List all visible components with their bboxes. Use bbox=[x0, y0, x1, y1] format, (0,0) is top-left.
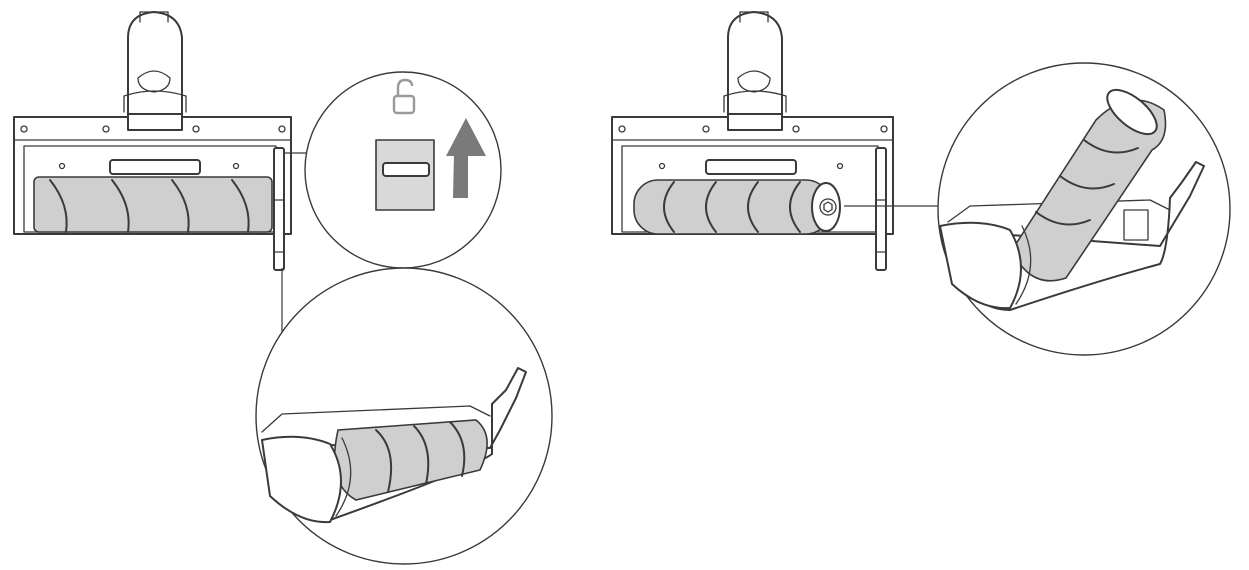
neck-joint bbox=[123, 90, 187, 113]
roller-end-cap bbox=[1106, 88, 1158, 136]
screw bbox=[20, 125, 28, 133]
neck-top-cap bbox=[739, 11, 769, 23]
step-2-brush-head bbox=[611, 11, 894, 271]
roller-spiral bbox=[111, 179, 130, 233]
roller-spiral bbox=[49, 179, 68, 233]
roller-segment bbox=[705, 181, 717, 233]
neck-mount bbox=[727, 113, 783, 131]
roller-segment bbox=[747, 181, 759, 233]
screw bbox=[792, 125, 800, 133]
screw bbox=[880, 125, 888, 133]
screw bbox=[192, 125, 200, 133]
brush-neck bbox=[127, 11, 183, 123]
brush-neck bbox=[727, 11, 783, 123]
screw bbox=[278, 125, 286, 133]
arrow-up-icon bbox=[446, 118, 486, 198]
roller-segment bbox=[449, 421, 466, 477]
side-latch[interactable] bbox=[875, 147, 887, 271]
lip-inner bbox=[1015, 225, 1032, 305]
roller-segment bbox=[413, 425, 430, 485]
brush-roller bbox=[33, 176, 273, 233]
roller-segment bbox=[1083, 139, 1139, 154]
roller-end-cap bbox=[811, 182, 841, 232]
roller-segment bbox=[789, 181, 801, 233]
unlock-icon bbox=[392, 78, 416, 115]
screw bbox=[102, 125, 110, 133]
roller-in-brush-head-detail bbox=[255, 267, 553, 565]
step-1-brush-head bbox=[13, 11, 292, 271]
roller-segment bbox=[1059, 175, 1115, 190]
screw bbox=[702, 125, 710, 133]
tray-front-lip bbox=[939, 221, 1022, 310]
neck-joint bbox=[723, 90, 787, 113]
roller-segment bbox=[375, 429, 393, 493]
neck-cutout bbox=[137, 70, 171, 93]
roller-hub-nut bbox=[823, 201, 833, 213]
tray-front-lip bbox=[261, 435, 342, 524]
latch-unlock-detail bbox=[304, 71, 502, 269]
tray-back-edge bbox=[261, 405, 491, 433]
side-latch[interactable] bbox=[273, 147, 285, 271]
roller-removal-detail bbox=[937, 62, 1231, 356]
neck-cutout bbox=[737, 70, 771, 93]
screw bbox=[58, 162, 66, 170]
tray-clip bbox=[1123, 209, 1149, 241]
lip-inner bbox=[335, 437, 352, 517]
cavity-handle bbox=[705, 159, 797, 175]
screw bbox=[618, 125, 626, 133]
roller-spiral bbox=[171, 179, 190, 233]
screw bbox=[836, 162, 844, 170]
cavity-handle bbox=[109, 159, 201, 175]
screw bbox=[658, 162, 666, 170]
latch-grip bbox=[382, 162, 430, 177]
roller-segment bbox=[663, 181, 675, 233]
roller-hub bbox=[819, 198, 837, 216]
neck-top-cap bbox=[139, 11, 169, 23]
roller-segment bbox=[1035, 211, 1091, 226]
roller-spiral bbox=[231, 179, 250, 233]
neck-mount bbox=[127, 113, 183, 131]
screw bbox=[232, 162, 240, 170]
